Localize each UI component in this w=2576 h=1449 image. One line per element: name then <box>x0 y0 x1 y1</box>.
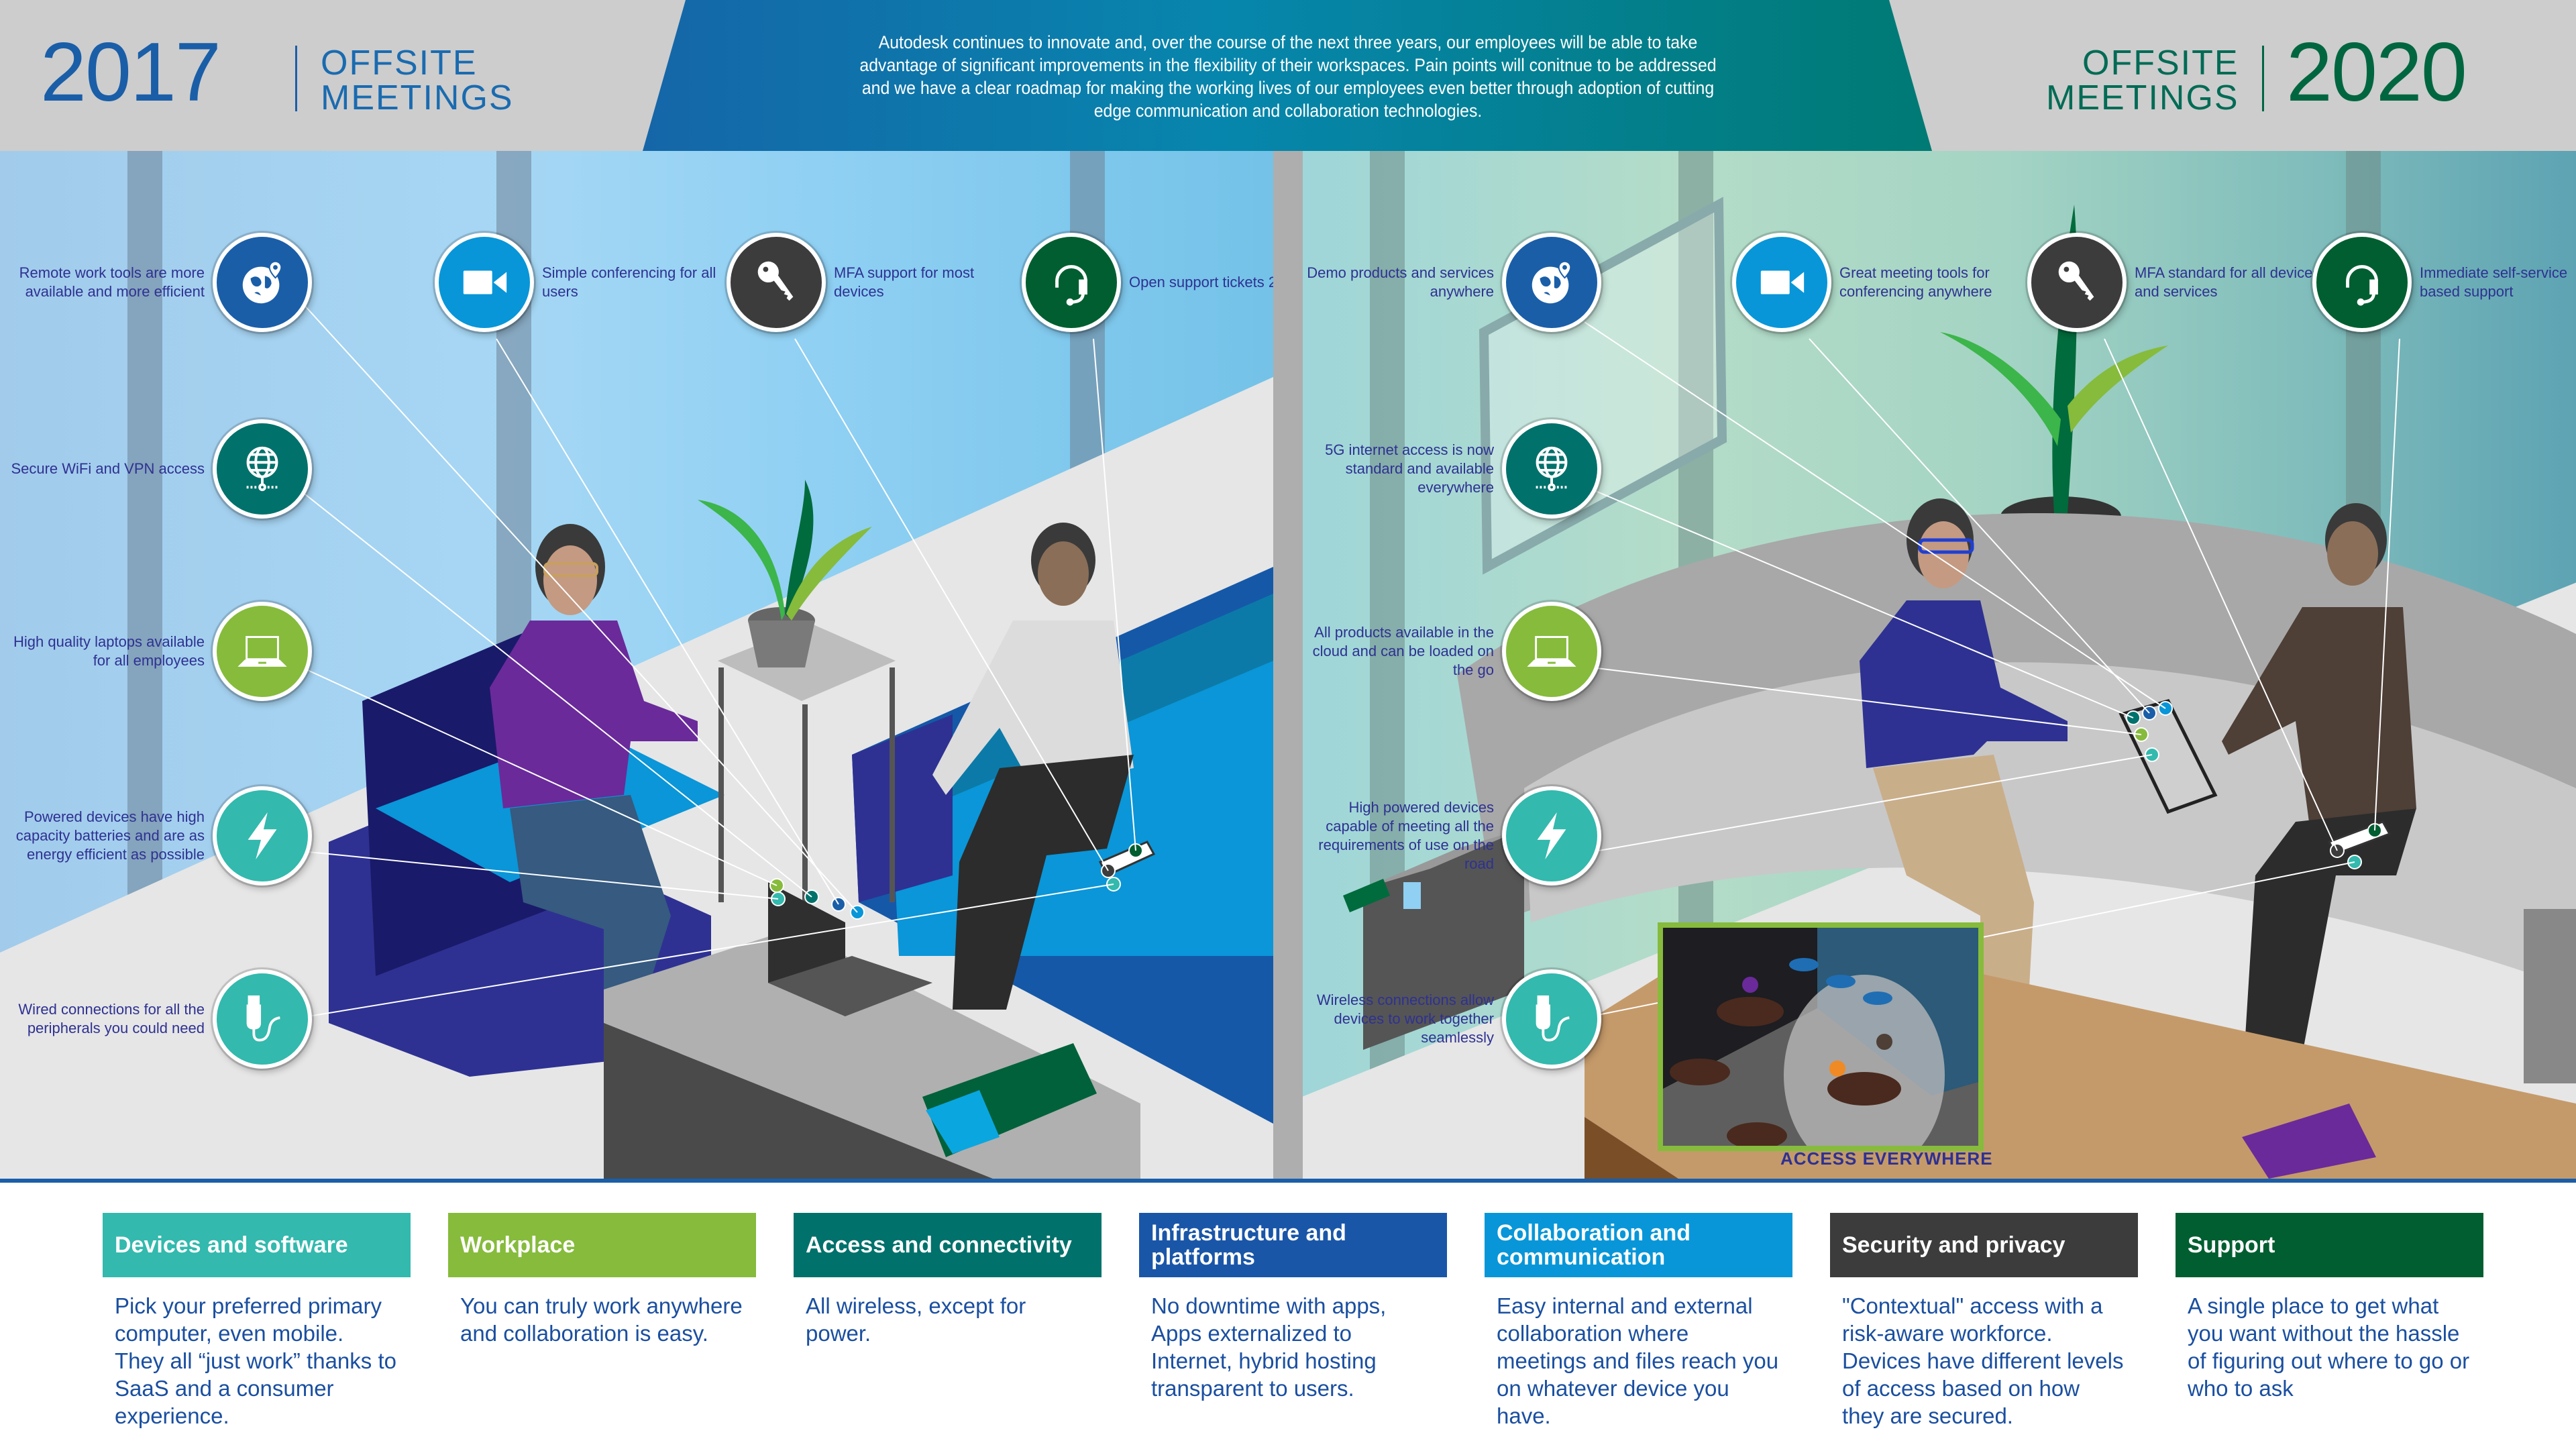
callout-quality-laptops: High quality laptops available for all e… <box>10 602 312 701</box>
header-bar: 2017 OFFSITE MEETINGS Autodesk continues… <box>0 0 2576 151</box>
title-divider-right <box>2262 46 2264 111</box>
category-title: Access and connectivity <box>794 1213 1102 1277</box>
cafe-scene-illustration <box>1663 928 1978 1146</box>
callout-open-support: Open support tickets 24/7 <box>1022 233 1273 332</box>
globe-pin-icon <box>1502 233 1601 332</box>
video-camera-icon <box>435 233 534 332</box>
title-line-1: OFFSITE <box>2082 44 2239 83</box>
callout-text: All products available in the cloud and … <box>1312 624 1494 678</box>
key-icon <box>727 233 826 332</box>
callout-text: High quality laptops available for all e… <box>13 633 205 669</box>
scene-2020: ACCESS EVERYWHERE Demo products and serv… <box>1303 151 2576 1179</box>
title-offsite-meetings-2020: OFFSITE MEETINGS <box>2046 46 2239 115</box>
headset-icon <box>1022 233 1121 332</box>
category-list: Devices and software Pick your preferred… <box>103 1213 2483 1430</box>
callout-text: Wired connections for all the peripheral… <box>18 1001 205 1036</box>
category-description: Pick your preferred primary computer, ev… <box>115 1293 396 1428</box>
title-offsite-meetings-2017: OFFSITE MEETINGS <box>321 46 514 115</box>
callout-secure-wifi-vpn: Secure WiFi and VPN access <box>10 419 312 519</box>
callout-wired-connections: Wired connections for all the peripheral… <box>10 969 312 1069</box>
category-title: Infrastructure and platforms <box>1139 1213 1447 1277</box>
callout-5g-internet: 5G internet access is now standard and a… <box>1303 419 1601 519</box>
section-rule <box>0 1179 2576 1183</box>
category-infrastructure-and-platforms: Infrastructure and platforms No downtime… <box>1139 1213 1447 1430</box>
laptop-icon <box>213 602 312 701</box>
callout-text: Demo products and services anywhere <box>1307 264 1494 300</box>
callout-mfa-standard: MFA standard for all devices and service… <box>2027 233 2322 332</box>
scene-2017: Remote work tools are more available and… <box>0 151 1273 1179</box>
category-description: Easy internal and external collaboration… <box>1497 1293 1779 1428</box>
category-support: Support A single place to get what you w… <box>2176 1213 2483 1430</box>
callout-simple-conferencing: Simple conferencing for all users <box>435 233 730 332</box>
category-collaboration-and-communication: Collaboration and communication Easy int… <box>1485 1213 1792 1430</box>
callout-text: Wireless connections allow devices to wo… <box>1316 991 1494 1046</box>
key-icon <box>2027 233 2127 332</box>
connector-lines <box>294 294 1136 1017</box>
usb-cable-icon <box>1502 969 1601 1069</box>
laptop-icon <box>1502 602 1601 701</box>
callout-text: Open support tickets 24/7 <box>1129 274 1273 290</box>
category-title: Workplace <box>448 1213 756 1277</box>
callout-mfa-support: MFA support for most devices <box>727 233 1022 332</box>
category-title: Security and privacy <box>1830 1213 2138 1277</box>
callout-text: MFA support for most devices <box>834 264 975 300</box>
intro-banner <box>643 0 1932 151</box>
callout-text: High powered devices capable of meeting … <box>1318 799 1494 872</box>
year-2017: 2017 <box>40 26 221 119</box>
connector-lines <box>1584 321 2400 1017</box>
callout-text: Great meeting tools for conferencing any… <box>1839 264 1992 300</box>
video-camera-icon <box>1732 233 1831 332</box>
callout-text: Simple conferencing for all users <box>542 264 716 300</box>
scene-divider <box>1273 151 1303 1179</box>
category-description: A single place to get what you want with… <box>2188 1293 2470 1401</box>
callout-powered-devices: Powered devices have high capacity batte… <box>10 786 312 885</box>
callout-demo-products: Demo products and services anywhere <box>1303 233 1601 332</box>
lightning-icon <box>1502 786 1601 885</box>
lightning-icon <box>213 786 312 885</box>
callout-text: Powered devices have high capacity batte… <box>15 808 205 863</box>
callout-text: Immediate self-service based support <box>2420 264 2568 300</box>
inset-caption: ACCESS EVERYWHERE <box>1780 1148 1993 1169</box>
callout-text: MFA standard for all devices and service… <box>2135 264 2320 300</box>
category-title: Collaboration and communication <box>1485 1213 1792 1277</box>
access-everywhere-inset <box>1658 922 1984 1151</box>
callout-cloud-products: All products available in the cloud and … <box>1303 602 1601 701</box>
title-line-1: OFFSITE <box>321 44 478 83</box>
callout-remote-work-tools: Remote work tools are more available and… <box>10 233 312 332</box>
callout-text: Secure WiFi and VPN access <box>11 460 205 477</box>
intro-text: Autodesk continues to innovate and, over… <box>859 32 1717 121</box>
category-description: "Contextual" access with a risk-aware wo… <box>1842 1293 2124 1428</box>
callout-self-service-support: Immediate self-service based support <box>2312 233 2576 332</box>
callout-text: 5G internet access is now standard and a… <box>1325 441 1494 496</box>
office-illustration-2017 <box>294 294 1273 1179</box>
category-description: All wireless, except for power. <box>806 1293 1026 1346</box>
category-description: No downtime with apps, Apps externalized… <box>1151 1293 1387 1401</box>
headset-icon <box>2312 233 2412 332</box>
network-globe-icon <box>1502 419 1601 519</box>
category-access-and-connectivity: Access and connectivity All wireless, ex… <box>794 1213 1102 1430</box>
title-line-2: MEETINGS <box>321 78 514 117</box>
title-line-2: MEETINGS <box>2046 78 2239 117</box>
title-divider-left <box>295 46 297 111</box>
office-illustration-2020 <box>1343 197 2576 1179</box>
callout-text: Remote work tools are more available and… <box>19 264 205 300</box>
callout-wireless-connections: Wireless connections allow devices to wo… <box>1303 969 1601 1069</box>
network-globe-icon <box>213 419 312 519</box>
globe-pin-icon <box>213 233 312 332</box>
callout-great-meeting-tools: Great meeting tools for conferencing any… <box>1732 233 2027 332</box>
category-security-and-privacy: Security and privacy "Contextual" access… <box>1830 1213 2138 1430</box>
usb-cable-icon <box>213 969 312 1069</box>
callout-high-powered-devices: High powered devices capable of meeting … <box>1303 786 1601 885</box>
category-description: You can truly work anywhere and collabor… <box>460 1293 743 1346</box>
year-2020: 2020 <box>2286 26 2467 119</box>
category-workplace: Workplace You can truly work anywhere an… <box>448 1213 756 1430</box>
category-devices-and-software: Devices and software Pick your preferred… <box>103 1213 411 1430</box>
category-title: Devices and software <box>103 1213 411 1277</box>
category-title: Support <box>2176 1213 2483 1277</box>
